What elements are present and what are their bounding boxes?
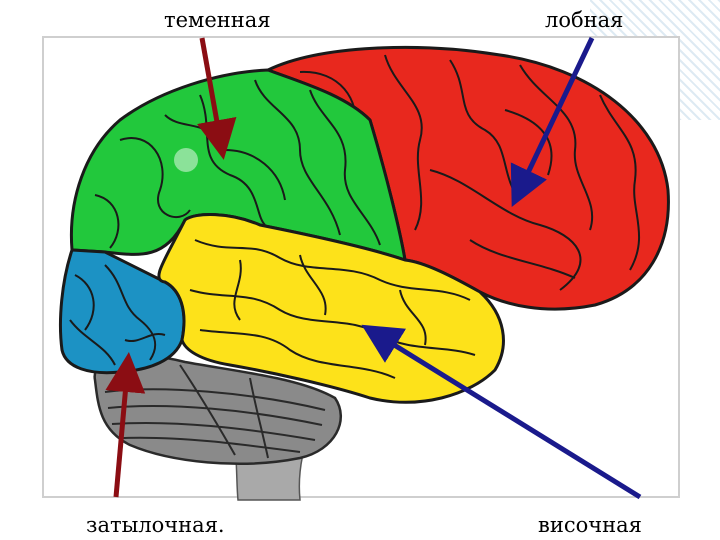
occipital-label: затылочная. bbox=[86, 513, 225, 537]
temporal-label: височная bbox=[538, 513, 642, 537]
arrow-frontal bbox=[510, 36, 595, 208]
frontal-label: лобная bbox=[545, 8, 624, 32]
occipital-lobe-region bbox=[58, 248, 186, 375]
arrow-temporal bbox=[361, 324, 642, 500]
highlight-spot bbox=[174, 148, 198, 172]
temporal-lobe-region bbox=[157, 213, 505, 404]
arrow-occipital bbox=[105, 352, 146, 498]
parietal-label: теменная bbox=[164, 8, 271, 32]
cerebellum-region bbox=[93, 354, 342, 465]
arrow-parietal bbox=[197, 37, 237, 160]
